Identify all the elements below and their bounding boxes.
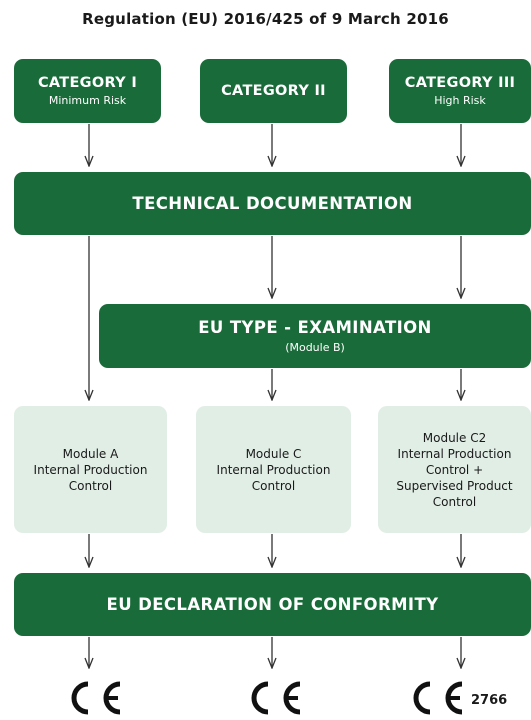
diagram-title: Regulation (EU) 2016/425 of 9 March 2016	[82, 10, 449, 28]
notified-body-number: 2766	[471, 693, 508, 708]
category-1-label: CATEGORY I	[37, 75, 138, 91]
module-c2-line: Internal Production	[397, 446, 512, 461]
module-a-line: Control	[68, 478, 113, 493]
module-c-box: Module C Internal Production Control	[196, 406, 351, 533]
module-c-line: Module C	[245, 446, 302, 461]
category-1-sublabel: Minimum Risk	[48, 94, 127, 107]
module-c2-box: Module C2 Internal Production Control + …	[378, 406, 531, 533]
declaration-box: EU DECLARATION OF CONFORMITY	[14, 573, 531, 636]
category-2-box: CATEGORY II	[200, 59, 347, 123]
category-2-label: CATEGORY II	[221, 83, 326, 99]
ce-mark-icon	[413, 681, 463, 715]
module-c-line: Control	[251, 478, 296, 493]
type-examination-sublabel: (Module B)	[285, 341, 345, 354]
ce-mark-icon	[71, 681, 121, 715]
category-3-sublabel: High Risk	[434, 94, 486, 107]
declaration-label: EU DECLARATION OF CONFORMITY	[106, 595, 439, 614]
module-a-box: Module A Internal Production Control	[14, 406, 167, 533]
category-3-box: CATEGORY III High Risk	[389, 59, 531, 123]
technical-documentation-label: TECHNICAL DOCUMENTATION	[132, 194, 413, 213]
category-1-box: CATEGORY I Minimum Risk	[14, 59, 161, 123]
module-c2-line: Control +	[425, 462, 484, 477]
type-examination-box: EU TYPE - EXAMINATION (Module B)	[99, 304, 531, 368]
type-examination-label: EU TYPE - EXAMINATION	[198, 318, 432, 337]
module-c2-line: Control	[432, 494, 477, 509]
module-c2-line: Supervised Product	[396, 478, 513, 493]
module-c-line: Internal Production	[216, 462, 331, 477]
ce-mark-icon	[251, 681, 301, 715]
technical-documentation-box: TECHNICAL DOCUMENTATION	[14, 172, 531, 235]
module-a-line: Internal Production	[33, 462, 148, 477]
category-3-label: CATEGORY III	[404, 75, 516, 91]
module-c2-line: Module C2	[422, 430, 487, 445]
module-a-line: Module A	[62, 446, 119, 461]
